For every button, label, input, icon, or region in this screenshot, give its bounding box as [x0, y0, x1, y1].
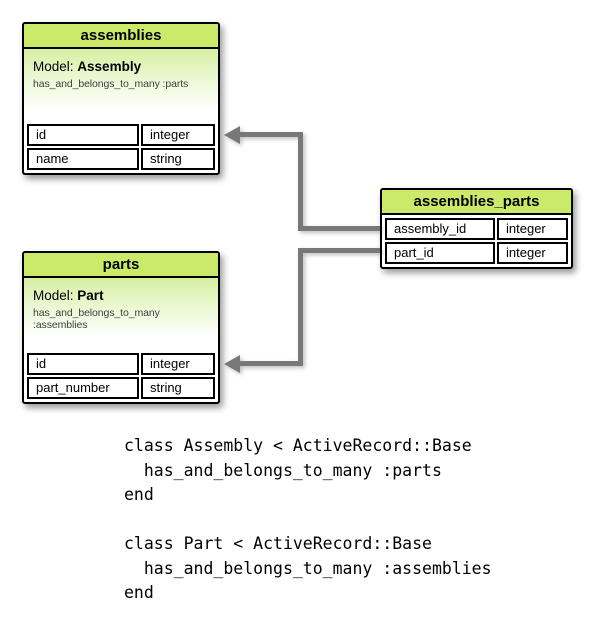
connector-line	[298, 248, 380, 253]
model-line: Model: Assembly	[33, 59, 209, 74]
table-assemblies: assemblies Model: Assembly has_and_belon…	[22, 22, 220, 175]
table-assemblies-rows: id integer name string	[24, 121, 218, 173]
table-assemblies-parts: assemblies_parts assembly_id integer par…	[380, 188, 573, 269]
table-assemblies-parts-rows: assembly_id integer part_id integer	[382, 215, 571, 267]
column-name-cell: id	[27, 124, 139, 146]
table-assemblies-model-section: Model: Assembly has_and_belongs_to_many …	[24, 49, 218, 121]
model-label: Model:	[33, 59, 74, 74]
table-assemblies-title: assemblies	[24, 24, 218, 49]
arrowhead-left-icon	[224, 126, 240, 144]
model-line: Model: Part	[33, 288, 209, 303]
column-type-cell: string	[141, 377, 215, 399]
ruby-code-sample: class Assembly < ActiveRecord::Base has_…	[124, 436, 492, 602]
connector-line	[298, 226, 380, 231]
connector-line	[298, 132, 303, 231]
column-type-cell: integer	[497, 242, 568, 264]
association-label: has_and_belongs_to_many :assemblies	[33, 307, 160, 331]
column-name-cell: id	[27, 353, 139, 375]
column-name-cell: assembly_id	[385, 218, 495, 240]
column-name-cell: part_number	[27, 377, 139, 399]
table-parts: parts Model: Part has_and_belongs_to_man…	[22, 251, 220, 404]
table-assemblies-parts-title: assemblies_parts	[382, 190, 571, 215]
association-label: has_and_belongs_to_many :parts	[33, 78, 189, 90]
connector-line	[238, 361, 303, 366]
connector-line	[298, 248, 303, 366]
arrowhead-left-icon	[224, 355, 240, 373]
connector-line	[238, 132, 303, 137]
column-type-cell: integer	[141, 353, 215, 375]
column-name-cell: part_id	[385, 242, 495, 264]
model-name: Part	[77, 288, 104, 303]
model-label: Model:	[33, 288, 74, 303]
table-parts-title: parts	[24, 253, 218, 278]
column-name-cell: name	[27, 148, 139, 170]
column-type-cell: integer	[497, 218, 568, 240]
table-parts-rows: id integer part_number string	[24, 350, 218, 402]
model-name: Assembly	[77, 59, 142, 74]
column-type-cell: string	[141, 148, 215, 170]
column-type-cell: integer	[141, 124, 215, 146]
table-parts-model-section: Model: Part has_and_belongs_to_many :ass…	[24, 278, 218, 350]
